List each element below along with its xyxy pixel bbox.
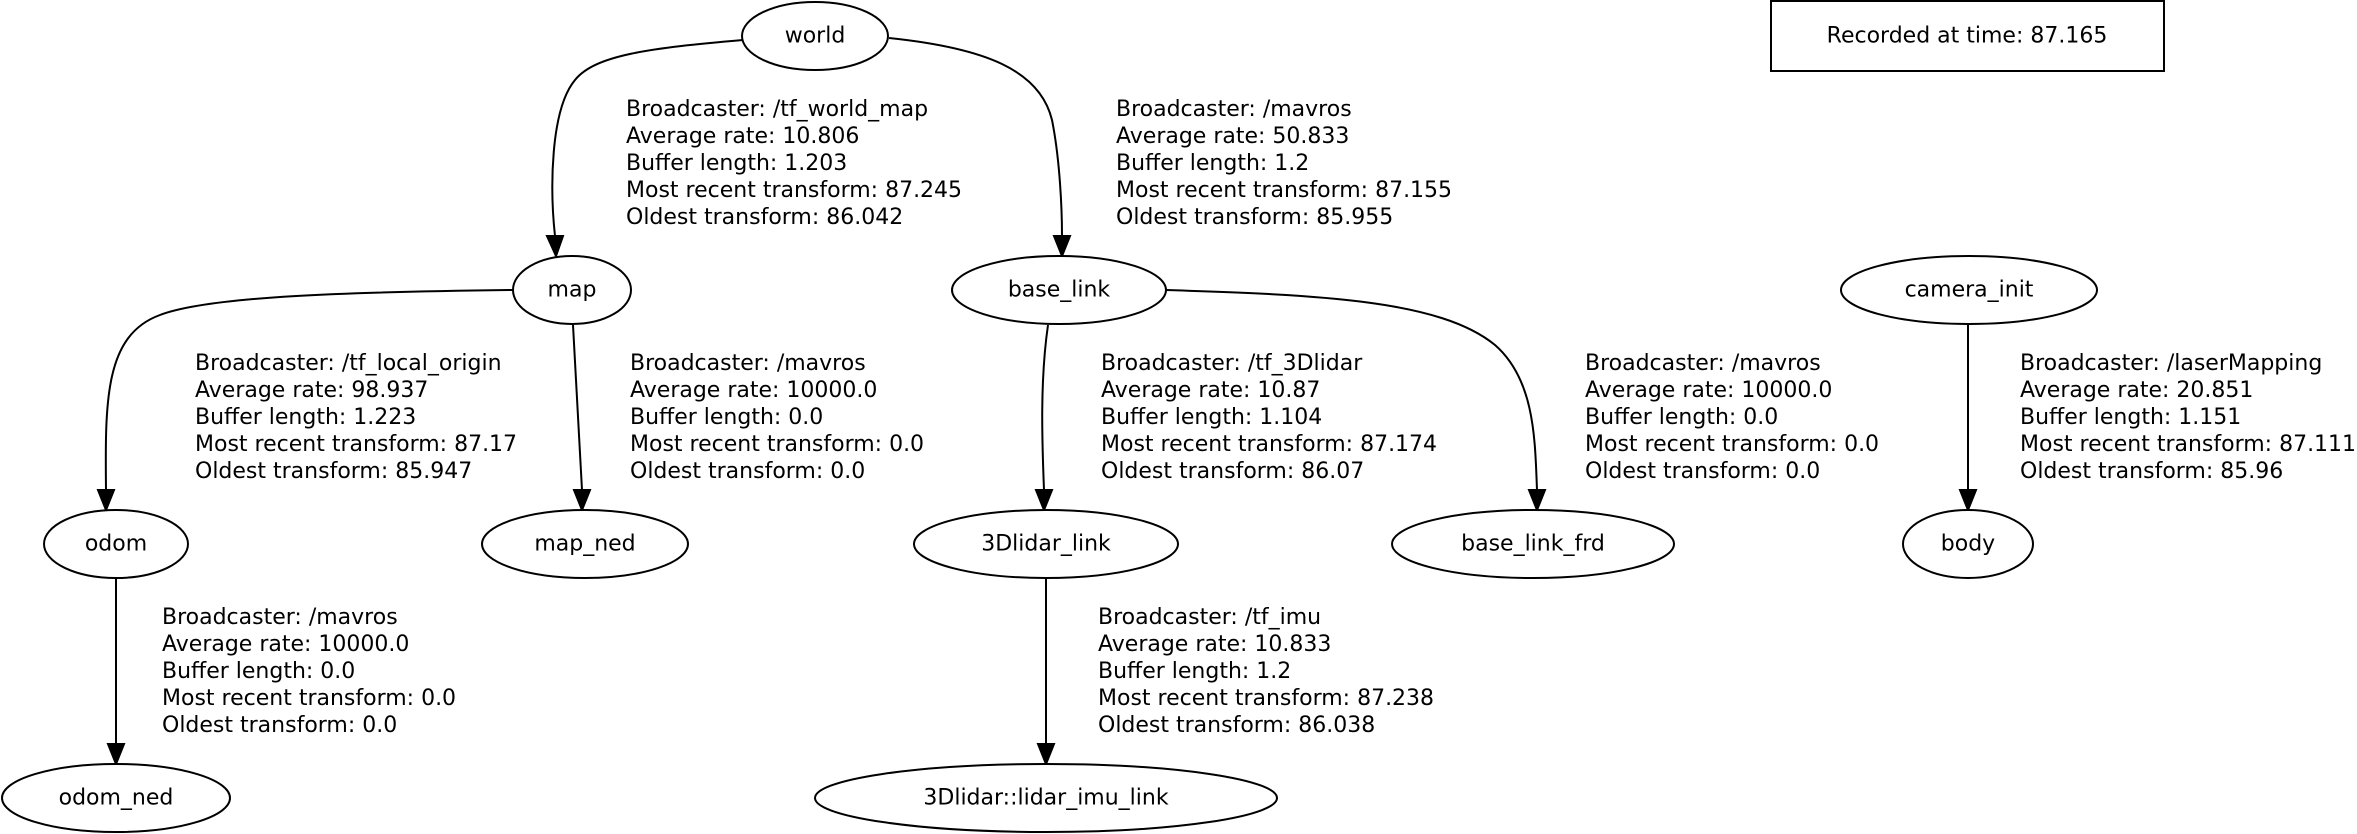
edge-buffer: Buffer length: 1.104 [1101,405,1322,430]
edge-recent: Most recent transform: 0.0 [630,432,924,457]
edge-label-map-odom: Broadcaster: /tf_local_origin Average ra… [195,351,517,484]
node-camera-init: camera_init [1840,255,2098,325]
edge-label-world-map: Broadcaster: /tf_world_map Average rate:… [626,97,962,230]
node-label: 3Dlidar_link [981,532,1111,557]
edge-camera-init-body [1958,325,1978,513]
edge-broadcaster: Broadcaster: /tf_3Dlidar [1101,351,1363,376]
node-label: map_ned [534,532,635,557]
edge-broadcaster: Broadcaster: /tf_local_origin [195,351,502,376]
edge-broadcaster: Broadcaster: /mavros [1585,351,1821,376]
edge-rate: Average rate: 10000.0 [162,632,409,657]
edge-oldest: Oldest transform: 86.042 [626,205,903,230]
recorded-time-label: Recorded at time: 87.165 [1827,24,2108,49]
edge-rate: Average rate: 98.937 [195,378,428,403]
edge-broadcaster: Broadcaster: /mavros [630,351,866,376]
edge-oldest: Oldest transform: 85.955 [1116,205,1393,230]
edge-odom-odom-ned [106,578,126,767]
edge-recent: Most recent transform: 87.111 [2020,432,2356,457]
edge-buffer: Buffer length: 0.0 [162,659,355,684]
edge-rate: Average rate: 50.833 [1116,124,1349,149]
edge-recent: Most recent transform: 0.0 [1585,432,1879,457]
edge-oldest: Oldest transform: 0.0 [1585,459,1820,484]
edge-base-link-frd [1165,289,1547,513]
node-label: base_link_frd [1461,532,1605,557]
node-map: map [512,255,632,325]
node-label: camera_init [1905,278,2034,303]
edge-buffer: Buffer length: 1.203 [626,151,847,176]
edge-oldest: Oldest transform: 86.038 [1098,713,1375,738]
edge-recent: Most recent transform: 0.0 [162,686,456,711]
edge-label-base-link-lidar: Broadcaster: /tf_3Dlidar Average rate: 1… [1101,351,1437,484]
recorded-time-box: Recorded at time: 87.165 [1770,0,2165,72]
edge-label-camera-init-body: Broadcaster: /laserMapping Average rate:… [2020,351,2356,484]
edge-rate: Average rate: 10.87 [1101,378,1320,403]
node-label: base_link [1008,278,1111,303]
edge-oldest: Oldest transform: 86.07 [1101,459,1364,484]
edge-recent: Most recent transform: 87.245 [626,178,962,203]
node-world: world [741,1,889,71]
node-odom-ned: odom_ned [1,763,231,833]
edge-label-world-base-link: Broadcaster: /mavros Average rate: 50.83… [1116,97,1452,230]
edge-buffer: Buffer length: 0.0 [630,405,823,430]
edge-buffer: Buffer length: 1.223 [195,405,416,430]
edge-buffer: Buffer length: 1.2 [1116,151,1309,176]
edge-buffer: Buffer length: 1.2 [1098,659,1291,684]
edge-label-base-link-frd: Broadcaster: /mavros Average rate: 10000… [1585,351,1879,484]
edge-oldest: Oldest transform: 0.0 [630,459,865,484]
node-base-link: base_link [951,255,1167,325]
edge-world-map [545,39,744,259]
edge-oldest: Oldest transform: 0.0 [162,713,397,738]
edge-oldest: Oldest transform: 85.947 [195,459,472,484]
edge-lidar-imu [1036,578,1056,767]
node-lidar-imu-link: 3Dlidar::lidar_imu_link [814,763,1278,833]
edge-world-base-link [888,37,1072,259]
edge-map-map-ned [572,324,592,513]
node-label: 3Dlidar::lidar_imu_link [923,786,1168,811]
edge-broadcaster: Broadcaster: /mavros [1116,97,1352,122]
edge-label-map-map-ned: Broadcaster: /mavros Average rate: 10000… [630,351,924,484]
node-base-link-frd: base_link_frd [1391,509,1675,579]
edge-broadcaster: Broadcaster: /tf_imu [1098,605,1321,630]
node-3dlidar-link: 3Dlidar_link [913,509,1179,579]
edge-base-link-lidar [1034,324,1054,513]
edge-label-lidar-imu: Broadcaster: /tf_imu Average rate: 10.83… [1098,605,1434,738]
edge-broadcaster: Broadcaster: /laserMapping [2020,351,2322,376]
edge-recent: Most recent transform: 87.238 [1098,686,1434,711]
edge-recent: Most recent transform: 87.155 [1116,178,1452,203]
node-body: body [1902,509,2034,579]
edge-rate: Average rate: 20.851 [2020,378,2253,403]
edge-map-odom [96,289,514,513]
edge-label-odom-odom-ned: Broadcaster: /mavros Average rate: 10000… [162,605,456,738]
edge-broadcaster: Broadcaster: /tf_world_map [626,97,928,122]
edge-buffer: Buffer length: 0.0 [1585,405,1778,430]
edge-buffer: Buffer length: 1.151 [2020,405,2241,430]
edge-oldest: Oldest transform: 85.96 [2020,459,2283,484]
edge-broadcaster: Broadcaster: /mavros [162,605,398,630]
node-label: odom [85,532,147,557]
edge-recent: Most recent transform: 87.174 [1101,432,1437,457]
edge-rate: Average rate: 10000.0 [1585,378,1832,403]
edge-recent: Most recent transform: 87.17 [195,432,517,457]
node-label: body [1941,532,1995,557]
edge-rate: Average rate: 10.833 [1098,632,1331,657]
node-label: odom_ned [59,786,174,811]
node-label: map [548,278,597,303]
node-label: world [785,24,846,49]
edge-rate: Average rate: 10000.0 [630,378,877,403]
node-odom: odom [43,509,189,579]
edge-rate: Average rate: 10.806 [626,124,859,149]
node-map-ned: map_ned [481,509,689,579]
